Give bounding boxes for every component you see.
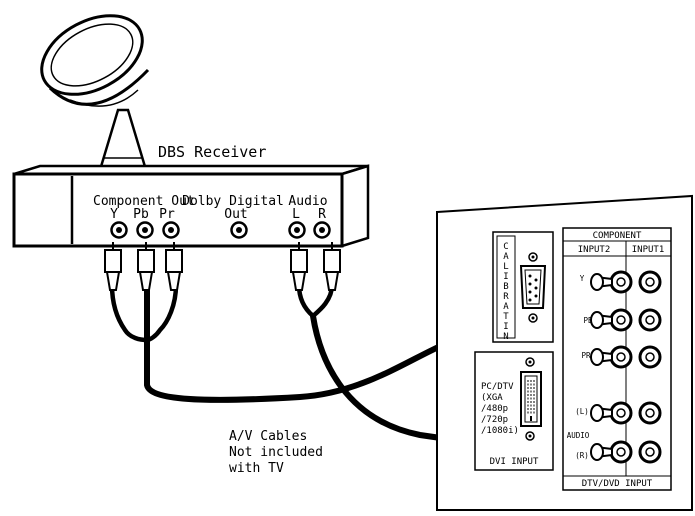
plug-pr-icon bbox=[165, 242, 183, 291]
calibration-letter: C bbox=[503, 242, 508, 252]
dvi-port-icon bbox=[520, 357, 542, 441]
jack-pb-icon bbox=[136, 221, 154, 239]
jack-pr-icon bbox=[162, 221, 180, 239]
jack-input1-audio-l-icon bbox=[638, 401, 662, 425]
plug-audio-r-icon bbox=[323, 242, 341, 291]
calibration-letter: L bbox=[503, 262, 508, 272]
jack-input2-pb-icon bbox=[590, 308, 633, 332]
pc-dtv-line: /1080i) bbox=[481, 426, 519, 436]
input1-header: INPUT1 bbox=[632, 245, 665, 255]
component-pr-label: Pr bbox=[159, 207, 175, 222]
calibration-letter: A bbox=[503, 252, 509, 262]
audio-l-label: L bbox=[292, 207, 300, 222]
cables-note-line2: Not included bbox=[229, 445, 323, 460]
plug-y-icon bbox=[104, 242, 122, 291]
jack-input2-y-icon bbox=[590, 270, 633, 294]
tv-audio-label: AUDIO bbox=[567, 431, 590, 440]
component-y-label: Y bbox=[110, 207, 118, 222]
calibration-letter: T bbox=[503, 312, 509, 322]
component-header: COMPONENT bbox=[593, 231, 642, 241]
plug-audio-l-icon bbox=[290, 242, 308, 291]
component-out-label: Component Out bbox=[93, 194, 195, 209]
pc-dtv-line: PC/DTV bbox=[481, 382, 514, 392]
dolby-out-label: Out bbox=[224, 207, 247, 222]
dvi-input-label: DVI INPUT bbox=[490, 457, 539, 467]
input1-jacks bbox=[638, 270, 662, 464]
component-pb-label: Pb bbox=[133, 207, 149, 222]
dtv-dvd-input-label: DTV/DVD INPUT bbox=[582, 479, 653, 489]
tv-pb-label: PB bbox=[583, 316, 593, 325]
jack-dolby-icon bbox=[230, 221, 248, 239]
dolby-digital-label: Dolby Digital bbox=[182, 194, 284, 209]
jack-input2-audio-r-icon bbox=[590, 440, 633, 464]
cables-note-line1: A/V Cables bbox=[229, 429, 307, 444]
cables-note-line3: with TV bbox=[229, 461, 284, 476]
tv-y-label: Y bbox=[580, 274, 585, 283]
jack-input1-pb-icon bbox=[638, 308, 662, 332]
calibration-letter: R bbox=[503, 292, 509, 302]
dbs-receiver bbox=[12, 164, 370, 248]
calibration-letter: B bbox=[503, 282, 508, 292]
calibration-letter: N bbox=[503, 332, 508, 342]
tv-audio-l-label: (L) bbox=[575, 407, 589, 416]
calibration-label: C A L I B R A T I N bbox=[503, 242, 509, 342]
pc-dtv-line: (XGA bbox=[481, 393, 503, 403]
pc-dtv-line: /480p bbox=[481, 404, 508, 414]
jack-y-icon bbox=[110, 221, 128, 239]
calibration-letter: A bbox=[503, 302, 509, 312]
jack-audio-l-icon bbox=[288, 221, 306, 239]
calibration-letter: I bbox=[503, 322, 508, 332]
audio-label: Audio bbox=[288, 194, 327, 209]
jack-input2-audio-l-icon bbox=[590, 401, 633, 425]
plug-pb-icon bbox=[137, 242, 155, 291]
pc-dtv-line: /720p bbox=[481, 415, 508, 425]
serial-port-icon bbox=[519, 252, 547, 323]
jack-input1-y-icon bbox=[638, 270, 662, 294]
input2-jacks bbox=[590, 270, 633, 464]
jack-audio-r-icon bbox=[313, 221, 331, 239]
receiver-plugs bbox=[104, 242, 341, 291]
audio-r-label: R bbox=[318, 207, 326, 222]
input2-header: INPUT2 bbox=[578, 245, 611, 255]
receiver-jacks bbox=[110, 221, 331, 239]
tv-pr-label: PR bbox=[581, 351, 591, 360]
jack-input2-pr-icon bbox=[590, 345, 633, 369]
jack-input1-audio-r-icon bbox=[638, 440, 662, 464]
satellite-dish-icon bbox=[40, 14, 150, 172]
tv-audio-r-label: (R) bbox=[575, 451, 589, 460]
jack-input1-pr-icon bbox=[638, 345, 662, 369]
receiver-title: DBS Receiver bbox=[158, 143, 266, 161]
calibration-letter: I bbox=[503, 272, 508, 282]
